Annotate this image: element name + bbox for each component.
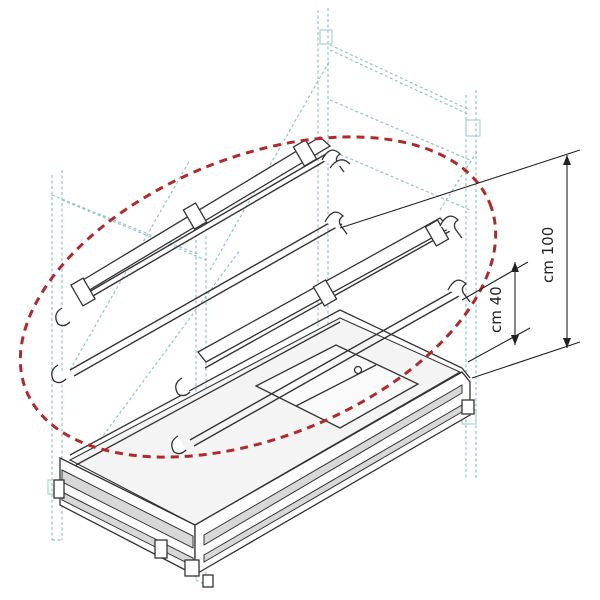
outer-dimension-label: cm 100: [539, 227, 557, 283]
deck-platform: [53, 309, 475, 588]
middle-guard-rail: [69, 217, 343, 377]
dimension-lines: [339, 149, 581, 379]
right-top-guard-rail: [197, 217, 453, 369]
right-middle-guard-rail: [189, 289, 460, 447]
top-guard-rail: [70, 136, 332, 307]
highlight-oval: [18, 135, 498, 459]
inner-dimension-label: cm 40: [487, 286, 505, 333]
rail-hooks: [51, 149, 471, 455]
